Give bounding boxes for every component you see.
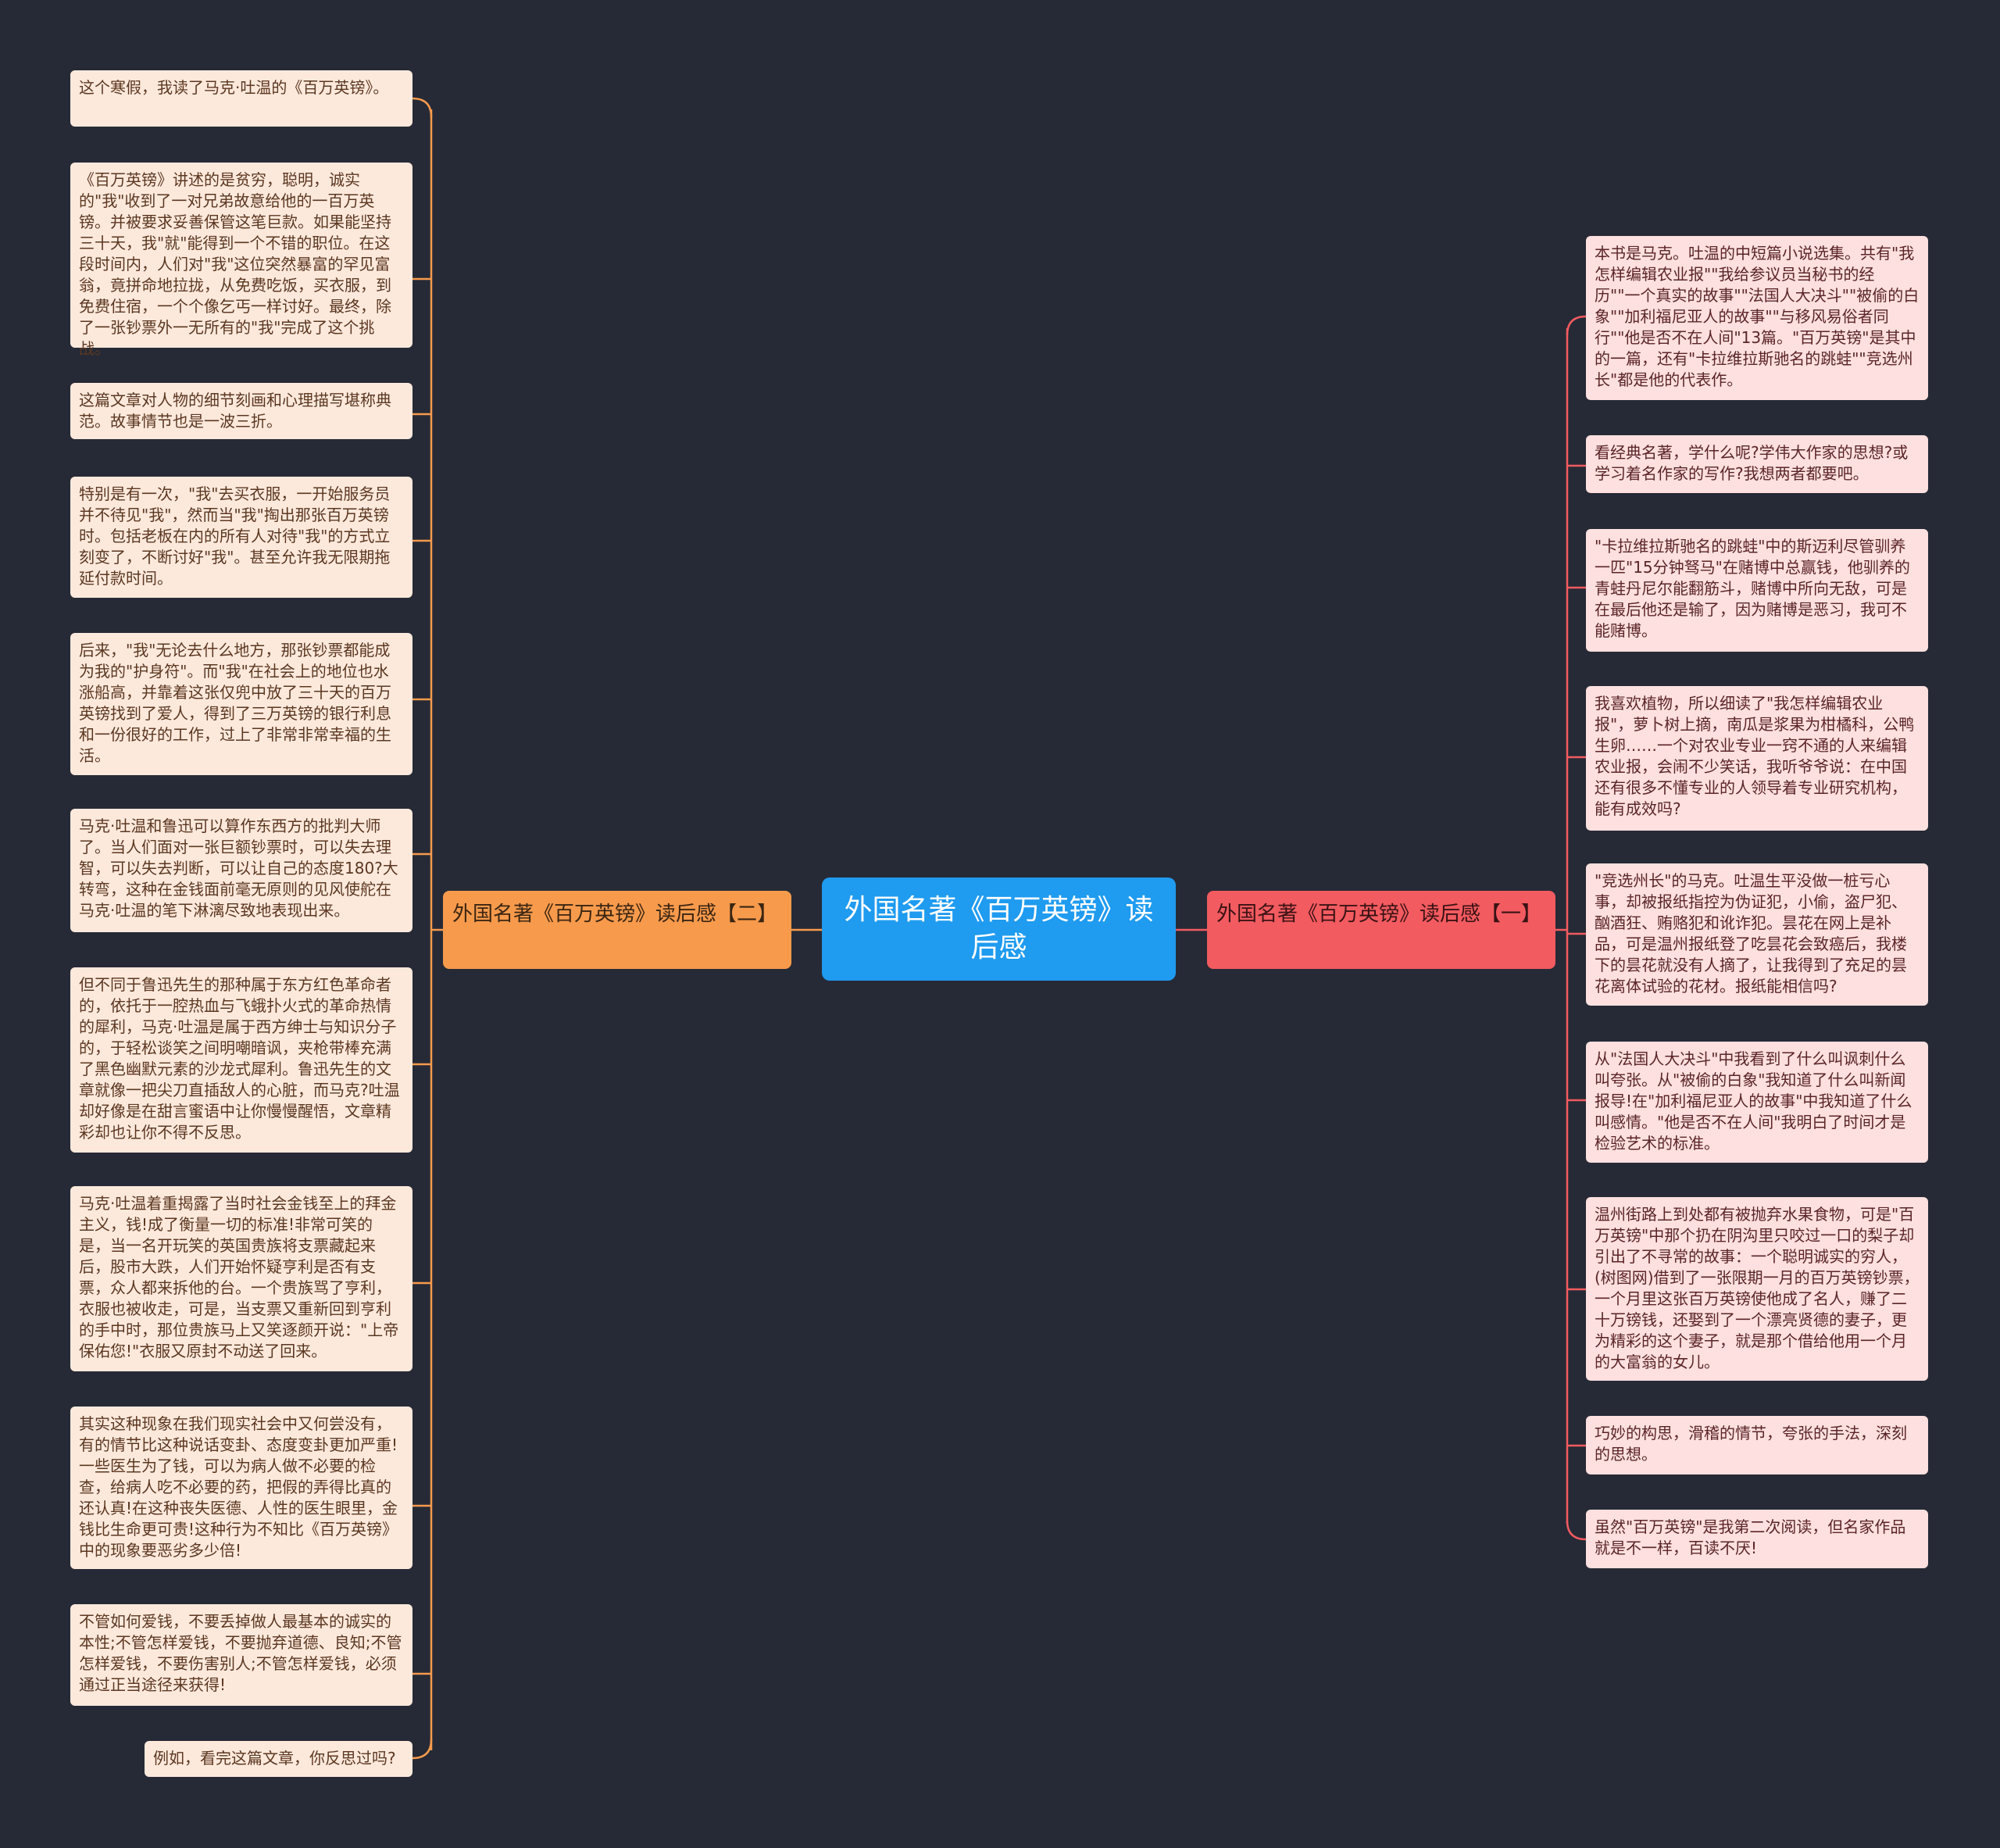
right-leaf-4[interactable]: 我喜欢植物，所以细读了"我怎样编辑农业报"，萝卜树上摘，南瓜是浆果为柑橘科，公鸭… xyxy=(1586,686,1928,831)
left-leaf-11[interactable]: 例如，看完这篇文章，你反思过吗? xyxy=(145,1741,412,1777)
leaf-text: 这篇文章对人物的细节刻画和心理描写堪称典范。故事情节也是一波三折。 xyxy=(79,391,391,431)
leaf-text: 特别是有一次，"我"去买衣服，一开始服务员并不待见"我"，然而当"我"掏出那张百… xyxy=(79,484,391,588)
branch-right-topic[interactable]: 外国名著《百万英镑》读后感【一】 xyxy=(1207,891,1555,969)
leaf-text: 后来，"我"无论去什么地方，那张钞票都能成为我的"护身符"。而"我"在社会上的地… xyxy=(79,641,391,765)
center-topic-label: 外国名著《百万英镑》读后感 xyxy=(844,894,1154,963)
leaf-text: 马克·吐温着重揭露了当时社会金钱至上的拜金主义，钱!成了衡量一切的标准!非常可笑… xyxy=(79,1194,399,1360)
left-leaf-7[interactable]: 但不同于鲁迅先生的那种属于东方红色革命者的，依托于一腔热血与飞蛾扑火式的革命热情… xyxy=(70,967,412,1153)
right-leaf-6[interactable]: 从"法国人大决斗"中我看到了什么叫讽刺什么叫夸张。从"被偷的白象"我知道了什么叫… xyxy=(1586,1042,1928,1163)
left-leaf-2[interactable]: 《百万英镑》讲述的是贫穷，聪明，诚实的"我"收到了一对兄弟故意给他的一百万英镑。… xyxy=(70,163,412,358)
branch-left-topic[interactable]: 外国名著《百万英镑》读后感【二】 xyxy=(443,891,791,969)
left-leaf-4[interactable]: 特别是有一次，"我"去买衣服，一开始服务员并不待见"我"，然而当"我"掏出那张百… xyxy=(70,477,412,598)
leaf-text: 我喜欢植物，所以细读了"我怎样编辑农业报"，萝卜树上摘，南瓜是浆果为柑橘科，公鸭… xyxy=(1595,694,1915,818)
leaf-text: 《百万英镑》讲述的是贫穷，聪明，诚实的"我"收到了一对兄弟故意给他的一百万英镑。… xyxy=(79,170,391,358)
left-leaf-8[interactable]: 马克·吐温着重揭露了当时社会金钱至上的拜金主义，钱!成了衡量一切的标准!非常可笑… xyxy=(70,1186,412,1371)
branch-right-label: 外国名著《百万英镑》读后感【一】 xyxy=(1216,903,1542,926)
leaf-text: 马克·吐温和鲁迅可以算作东西方的批判大师了。当人们面对一张巨额钞票时，可以失去理… xyxy=(79,817,398,920)
right-leaf-1[interactable]: 本书是马克。吐温的中短篇小说选集。共有"我怎样编辑农业报""我给参议员当秘书的经… xyxy=(1586,236,1928,400)
right-leaf-8[interactable]: 巧妙的构思，滑稽的情节，夸张的手法，深刻的思想。 xyxy=(1586,1416,1928,1474)
leaf-text: 温州街路上到处都有被抛弃水果食物，可是"百万英镑"中那个扔在阴沟里只咬过一口的梨… xyxy=(1595,1205,1920,1371)
left-leaf-1[interactable]: 这个寒假，我读了马克·吐温的《百万英镑》。 xyxy=(70,70,412,127)
right-leaf-5[interactable]: "竞选州长"的马克。吐温生平没做一桩亏心事，却被报纸指控为伪证犯，小偷，盗尸犯、… xyxy=(1586,863,1928,1006)
leaf-text: 不管如何爱钱，不要丢掉做人最基本的诚实的本性;不管怎样爱钱，不要抛弃道德、良知;… xyxy=(79,1612,402,1694)
left-leaf-6[interactable]: 马克·吐温和鲁迅可以算作东西方的批判大师了。当人们面对一张巨额钞票时，可以失去理… xyxy=(70,809,412,932)
leaf-text: 这个寒假，我读了马克·吐温的《百万英镑》。 xyxy=(79,78,389,97)
leaf-text: "卡拉维拉斯驰名的跳蛙"中的斯迈利尽管驯养一匹"15分钟驽马"在赌博中总赢钱，他… xyxy=(1595,537,1910,640)
leaf-text: 其实这种现象在我们现实社会中又何尝没有，有的情节比这种说话变卦、态度变卦更加严重… xyxy=(79,1414,398,1560)
left-leaf-5[interactable]: 后来，"我"无论去什么地方，那张钞票都能成为我的"护身符"。而"我"在社会上的地… xyxy=(70,633,412,775)
right-leaf-9[interactable]: 虽然"百万英镑"是我第二次阅读，但名家作品就是不一样，百读不厌! xyxy=(1586,1510,1928,1568)
leaf-text: 例如，看完这篇文章，你反思过吗? xyxy=(153,1749,396,1768)
left-leaf-9[interactable]: 其实这种现象在我们现实社会中又何尝没有，有的情节比这种说话变卦、态度变卦更加严重… xyxy=(70,1407,412,1569)
leaf-text: 本书是马克。吐温的中短篇小说选集。共有"我怎样编辑农业报""我给参议员当秘书的经… xyxy=(1595,244,1920,389)
leaf-text: 从"法国人大决斗"中我看到了什么叫讽刺什么叫夸张。从"被偷的白象"我知道了什么叫… xyxy=(1595,1049,1912,1153)
leaf-text: 巧妙的构思，滑稽的情节，夸张的手法，深刻的思想。 xyxy=(1595,1424,1907,1464)
right-leaf-7[interactable]: 温州街路上到处都有被抛弃水果食物，可是"百万英镑"中那个扔在阴沟里只咬过一口的梨… xyxy=(1586,1197,1928,1381)
left-leaf-10[interactable]: 不管如何爱钱，不要丢掉做人最基本的诚实的本性;不管怎样爱钱，不要抛弃道德、良知;… xyxy=(70,1604,412,1706)
leaf-text: 但不同于鲁迅先生的那种属于东方红色革命者的，依托于一腔热血与飞蛾扑火式的革命热情… xyxy=(79,975,400,1142)
branch-left-label: 外国名著《百万英镑》读后感【二】 xyxy=(452,903,778,926)
left-leaf-3[interactable]: 这篇文章对人物的细节刻画和心理描写堪称典范。故事情节也是一波三折。 xyxy=(70,383,412,439)
leaf-text: 看经典名著，学什么呢?学伟大作家的思想?或学习着名作家的写作?我想两者都要吧。 xyxy=(1595,443,1909,483)
right-leaf-3[interactable]: "卡拉维拉斯驰名的跳蛙"中的斯迈利尽管驯养一匹"15分钟驽马"在赌博中总赢钱，他… xyxy=(1586,529,1928,652)
leaf-text: 虽然"百万英镑"是我第二次阅读，但名家作品就是不一样，百读不厌! xyxy=(1595,1517,1906,1557)
right-leaf-2[interactable]: 看经典名著，学什么呢?学伟大作家的思想?或学习着名作家的写作?我想两者都要吧。 xyxy=(1586,435,1928,493)
leaf-text: "竞选州长"的马克。吐温生平没做一桩亏心事，却被报纸指控为伪证犯，小偷，盗尸犯、… xyxy=(1595,871,1907,995)
center-topic[interactable]: 外国名著《百万英镑》读后感 xyxy=(822,878,1176,981)
